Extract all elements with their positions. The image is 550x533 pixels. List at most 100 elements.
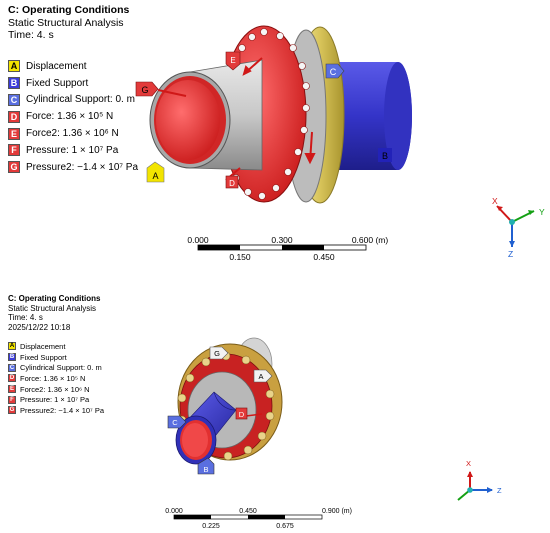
legend-item: B Fixed Support (8, 75, 138, 92)
legend-item: E Force2: 1.36 × 10⁶ N (8, 125, 138, 142)
callout-tag-c[interactable]: C (325, 63, 345, 79)
legend-tag: E (8, 127, 20, 140)
legend-item: E Force2: 1.36 × 10⁶ N (8, 384, 104, 395)
legend-label: Displacement (20, 341, 66, 351)
callout-b-label: B (382, 151, 388, 161)
scale-tick-label: 0.225 (202, 523, 220, 530)
scale-tick-label: 0.000 (187, 235, 209, 245)
timestamp-label: 2025/12/22 10:18 (8, 322, 71, 332)
header-block: C: Operating Conditions Static Structura… (8, 4, 129, 42)
model-scene[interactable]: A B C D E G 0.000 0.300 0.600 (0, 0, 550, 268)
scale-bar: 0.000 0.300 0.600 (m) 0.150 0.450 (187, 235, 388, 262)
callout-tag-e[interactable]: E (225, 51, 241, 71)
legend-tag: G (8, 161, 20, 174)
legend-label: Force2: 1.36 × 10⁶ N (26, 128, 119, 140)
legend-tag: F (8, 395, 16, 404)
callout-tag-a[interactable]: A (253, 369, 273, 383)
scale-tick-label: 0.600 (m) (352, 235, 389, 245)
legend-tag: A (8, 60, 20, 73)
time-label: Time: 4. s (8, 313, 43, 323)
callout-a-label: A (152, 171, 158, 181)
callout-tag-a[interactable]: A (146, 161, 165, 183)
triad-x-label: X (492, 196, 498, 206)
callout-tag-d[interactable]: D (235, 407, 248, 420)
scale-tick-label: 0.000 (165, 508, 183, 515)
viewport-bottom[interactable]: C: Operating Conditions Static Structura… (0, 290, 550, 533)
header-block: C: Operating Conditions Static Structura… (8, 294, 100, 332)
legend-item: G Pressure2: −1.4 × 10⁷ Pa (8, 159, 138, 176)
scale-tick-label: 0.900 (m) (322, 508, 352, 515)
legend-item: C Cylindrical Support: 0. m (8, 92, 138, 109)
axis-triad[interactable]: X Z (457, 459, 502, 501)
legend-tag: A (8, 342, 16, 351)
triad-y-label: Y (539, 207, 545, 217)
legend-label: Force: 1.36 × 10⁵ N (26, 111, 114, 123)
analysis-title: C: Operating Conditions (8, 4, 130, 16)
scale-tick-label: 0.300 (271, 235, 293, 245)
scale-tick-label: 0.150 (229, 252, 251, 262)
legend-tag: D (8, 110, 20, 123)
legend-tag: C (8, 93, 20, 106)
callout-tag-b[interactable]: B (197, 457, 215, 475)
legend-item: D Force: 1.36 × 10⁵ N (8, 373, 104, 384)
callout-tag-c[interactable]: C (167, 415, 187, 429)
legend-item: F Pressure: 1 × 10⁷ Pa (8, 142, 138, 159)
triad-z-label: Z (497, 486, 502, 495)
analysis-subtitle: Static Structural Analysis (8, 303, 97, 313)
legend-tag: D (8, 374, 16, 383)
legend-label: Pressure2: −1.4 × 10⁷ Pa (20, 405, 105, 415)
legend-tag: B (8, 353, 16, 362)
callout-c-label: C (172, 418, 178, 427)
legend-tag: E (8, 385, 16, 394)
callout-b-label: B (203, 465, 208, 474)
legend-label: Pressure2: −1.4 × 10⁷ Pa (26, 161, 139, 173)
legend-item: B Fixed Support (8, 352, 104, 363)
legend-label: Fixed Support (20, 352, 67, 362)
analysis-title: C: Operating Conditions (8, 294, 101, 303)
legend-label: Cylindrical Support: 0. m (20, 363, 102, 373)
legend-label: Pressure: 1 × 10⁷ Pa (20, 395, 90, 405)
callout-tag-b[interactable]: B (378, 148, 392, 162)
legend-item: A Displacement (8, 341, 104, 352)
legend-tag: F (8, 144, 20, 157)
callout-a-label: A (258, 372, 263, 381)
callout-d-label: D (229, 179, 235, 188)
blue-pipe-segment (175, 391, 237, 465)
scale-tick-label: 0.675 (276, 523, 294, 530)
scale-tick-label: 0.450 (313, 252, 335, 262)
legend-item: G Pressure2: −1.4 × 10⁷ Pa (8, 405, 104, 416)
scale-bar: 0.000 0.450 0.900 (m) 0.225 0.675 (165, 508, 352, 530)
scale-tick-label: 0.450 (239, 508, 257, 515)
legend-label: Force: 1.36 × 10⁵ N (20, 373, 86, 383)
blue-pipe-segment (330, 62, 412, 170)
legend-label: Displacement (26, 60, 87, 72)
legend-label: Fixed Support (26, 77, 89, 89)
triad-z-label: Z (508, 249, 513, 259)
legend-label: Pressure: 1 × 10⁷ Pa (26, 144, 119, 156)
boundary-legend: A Displacement B Fixed Support C Cylindrica… (8, 341, 104, 416)
model-scene[interactable]: A B C D G 0.000 0.450 0.900 (m) 0.225 0.… (0, 290, 550, 533)
gray-pipe-segment (149, 59, 263, 171)
legend-label: Cylindrical Support: 0. m (26, 94, 135, 106)
legend-tag: G (8, 406, 16, 415)
callout-tag-d[interactable]: D (225, 175, 239, 189)
triad-x-label: X (466, 459, 471, 468)
callout-g-label: G (214, 349, 220, 358)
viewport-top[interactable]: C: Operating Conditions Static Structura… (0, 0, 550, 268)
legend-label: Force2: 1.36 × 10⁶ N (20, 384, 90, 394)
force-arrows (245, 413, 263, 417)
axis-triad[interactable]: X Y Z (492, 196, 545, 259)
time-label: Time: 4. s (8, 29, 54, 42)
legend-tag: C (8, 363, 16, 372)
callout-e-label: E (230, 56, 235, 65)
callout-tag-g[interactable]: G (209, 346, 229, 360)
legend-tag: B (8, 77, 20, 90)
boundary-legend: A Displacement B Fixed Support C Cylindrica… (8, 58, 138, 176)
callout-d-label: D (239, 410, 245, 419)
callout-c-label: C (330, 67, 337, 77)
legend-item: C Cylindrical Support: 0. m (8, 362, 104, 373)
callout-tag-g[interactable]: G (135, 81, 159, 97)
callout-g-label: G (141, 85, 148, 95)
legend-item: A Displacement (8, 58, 138, 75)
analysis-subtitle: Static Structural Analysis (8, 16, 124, 29)
